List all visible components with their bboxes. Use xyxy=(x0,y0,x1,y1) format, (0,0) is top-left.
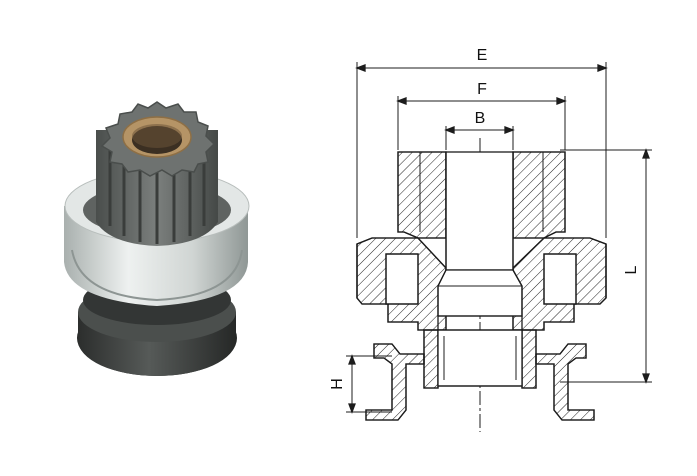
label-f: F xyxy=(477,81,487,98)
label-l: L xyxy=(623,265,640,274)
dimension-f xyxy=(396,96,567,150)
product-photo xyxy=(64,101,250,376)
gear-pinion xyxy=(96,101,218,246)
label-h: H xyxy=(329,378,346,390)
label-b: B xyxy=(475,110,486,127)
technical-drawing: E F B L H xyxy=(329,47,652,432)
dimension-l xyxy=(560,148,652,384)
cross-section xyxy=(356,151,607,421)
label-e: E xyxy=(477,47,488,64)
dimension-e xyxy=(355,62,608,238)
dimension-h xyxy=(346,354,392,414)
dimension-b xyxy=(444,126,515,150)
